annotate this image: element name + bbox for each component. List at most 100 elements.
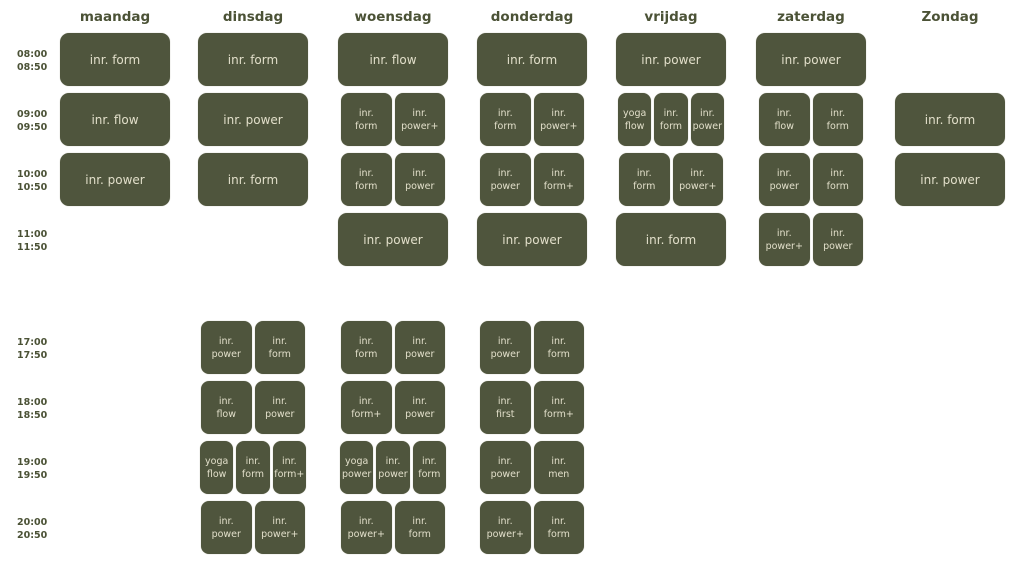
day-header-zondag: Zondag	[921, 9, 979, 25]
class-block[interactable]: inr. form+	[341, 381, 392, 434]
schedule-cell: inr. form	[198, 33, 308, 86]
class-block[interactable]: inr. form	[895, 93, 1005, 146]
class-block[interactable]: inr. form	[341, 321, 392, 374]
class-block[interactable]: inr. form+	[533, 381, 584, 434]
class-block[interactable]: inr. power+	[341, 501, 392, 554]
class-block[interactable]: inr. form	[236, 441, 270, 494]
day-header-zaterdag: zaterdag	[777, 9, 845, 25]
class-block[interactable]: inr. form	[394, 501, 445, 554]
class-block[interactable]: inr. power	[480, 153, 531, 206]
schedule-cell: inr. power+inr. form	[341, 501, 445, 554]
class-block[interactable]: inr. power	[616, 33, 726, 86]
class-block[interactable]: inr. form	[198, 153, 308, 206]
class-block[interactable]: inr. power	[812, 213, 863, 266]
class-block[interactable]: inr. form+	[533, 153, 584, 206]
class-block[interactable]: inr. power	[480, 321, 531, 374]
class-block[interactable]: inr. flow	[338, 33, 448, 86]
class-block[interactable]: inr. power	[895, 153, 1005, 206]
class-block[interactable]: inr. form	[198, 33, 308, 86]
class-block[interactable]: inr. power+	[394, 93, 445, 146]
class-block[interactable]: inr. power	[394, 153, 445, 206]
time-start: 17:00	[17, 337, 48, 348]
class-block[interactable]: inr. form	[412, 441, 446, 494]
day-header-maandag: maandag	[79, 9, 151, 25]
class-block[interactable]: inr. form	[619, 153, 670, 206]
class-block[interactable]: inr. power	[394, 381, 445, 434]
time-end: 11:50	[17, 242, 48, 253]
class-block[interactable]: inr. form	[654, 93, 688, 146]
class-block[interactable]: inr. form	[616, 213, 726, 266]
schedule-cell: inr. form	[477, 33, 587, 86]
schedule-cell: inr. form+inr. power	[341, 381, 445, 434]
schedule-cell: inr. form	[895, 93, 1005, 146]
class-block[interactable]: inr. flow	[759, 93, 810, 146]
schedule-cell: inr. flow	[60, 93, 170, 146]
class-block[interactable]: inr. power	[376, 441, 410, 494]
class-block[interactable]: inr. power+	[254, 501, 305, 554]
class-block[interactable]: inr. power	[198, 93, 308, 146]
schedule-cell: inr. power	[756, 33, 866, 86]
class-block[interactable]: inr. power	[338, 213, 448, 266]
schedule-cell: inr. power	[198, 93, 308, 146]
class-block[interactable]: inr. power+	[480, 501, 531, 554]
class-block[interactable]: inr. form	[477, 33, 587, 86]
class-block[interactable]: inr. form	[533, 321, 584, 374]
class-block[interactable]: inr. power	[477, 213, 587, 266]
class-block[interactable]: inr. power+	[759, 213, 810, 266]
schedule-cell: inr. form	[60, 33, 170, 86]
time-start: 08:00	[17, 49, 48, 60]
class-block[interactable]: inr. form	[533, 501, 584, 554]
class-block[interactable]: inr. power	[60, 153, 170, 206]
class-block[interactable]: inr. form	[341, 153, 392, 206]
time-end: 09:50	[17, 122, 48, 133]
class-block[interactable]: yoga power	[340, 441, 374, 494]
class-block[interactable]: inr. power	[201, 321, 252, 374]
class-block[interactable]: yoga flow	[618, 93, 652, 146]
day-header-woensdag: woensdag	[354, 9, 432, 25]
class-block[interactable]: yoga flow	[200, 441, 234, 494]
time-end: 08:50	[17, 62, 48, 73]
class-block[interactable]: inr. power	[690, 93, 724, 146]
class-block[interactable]: inr. power	[756, 33, 866, 86]
class-block[interactable]: inr. form	[812, 93, 863, 146]
time-end: 19:50	[17, 470, 48, 481]
class-block[interactable]: inr. power	[201, 501, 252, 554]
class-block[interactable]: inr. form	[480, 93, 531, 146]
class-block[interactable]: inr. power	[394, 321, 445, 374]
time-end: 10:50	[17, 182, 48, 193]
time-start: 09:00	[17, 109, 48, 120]
schedule-cell: inr. form	[616, 213, 726, 266]
class-block[interactable]: inr. form	[812, 153, 863, 206]
schedule-cell: inr. flow	[338, 33, 448, 86]
class-block[interactable]: inr. power	[480, 441, 531, 494]
schedule-cell: inr. power+inr. power	[759, 213, 863, 266]
class-block[interactable]: inr. form	[341, 93, 392, 146]
class-block[interactable]: inr. flow	[201, 381, 252, 434]
class-block[interactable]: inr. power+	[672, 153, 723, 206]
class-block[interactable]: inr. flow	[60, 93, 170, 146]
class-block[interactable]: inr. form	[254, 321, 305, 374]
class-block[interactable]: inr. power+	[533, 93, 584, 146]
class-block[interactable]: inr. form+	[272, 441, 306, 494]
class-block[interactable]: inr. power	[759, 153, 810, 206]
class-block[interactable]: inr. first	[480, 381, 531, 434]
class-block[interactable]: inr. men	[533, 441, 584, 494]
class-block[interactable]: inr. power	[254, 381, 305, 434]
class-block[interactable]: inr. form	[60, 33, 170, 86]
